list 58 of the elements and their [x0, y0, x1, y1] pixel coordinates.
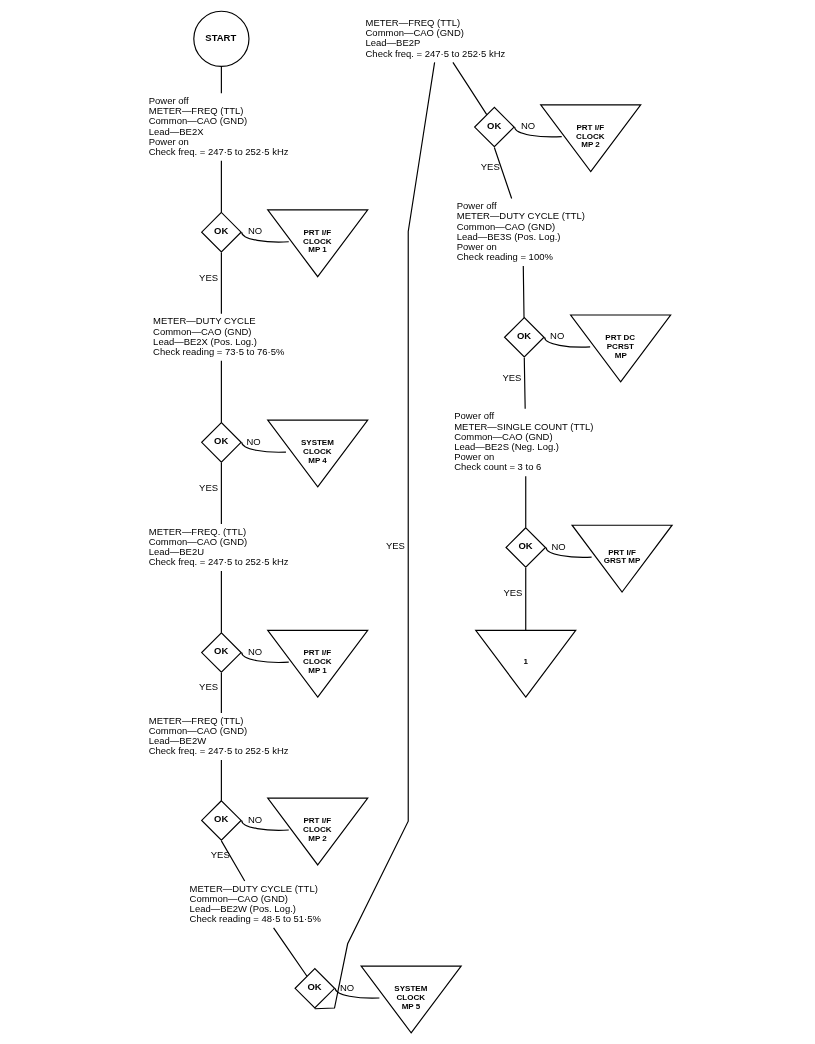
edge-label: NO: [339, 981, 355, 993]
edge-label: NO: [247, 645, 263, 657]
node-text: METER—DUTY CYCLE (TTL) Common—CAO (GND) Lead—BE2W (Pos. Log.) Check reading = 48·5 to 51·5%: [189, 882, 321, 925]
connector: [273, 927, 308, 977]
edge-label: YES: [199, 271, 219, 283]
node-text: METER—FREQ (TTL) Common—CAO (GND) Lead—BE2W Check freq. = 247·5 to 252·5 kHz: [148, 714, 289, 757]
edge-label: YES: [502, 371, 522, 383]
edge-label: NO: [520, 120, 536, 132]
node-text: METER—FREQ (TTL) Common—CAO (GND) Lead—BE2P Check freq. = 247·5 to 252·5 kHz: [365, 16, 506, 59]
edge-label: NO: [550, 330, 565, 342]
connector: [220, 65, 222, 94]
node-diamond: OK: [503, 316, 545, 358]
connector: [493, 146, 513, 200]
connector: [220, 759, 222, 802]
connector: [522, 265, 525, 319]
connector: [220, 462, 222, 525]
connector: [544, 336, 591, 348]
connector: [545, 546, 593, 558]
connector: [334, 987, 380, 999]
connector: [525, 475, 527, 529]
edge-label: YES: [210, 849, 230, 861]
edge-label: YES: [480, 161, 500, 173]
edge-label: NO: [551, 540, 566, 552]
node-diamond: OK: [200, 799, 242, 841]
connector: [220, 672, 222, 714]
connector: [220, 160, 222, 213]
connector: [220, 252, 222, 315]
connector: [220, 840, 246, 882]
connector: [525, 567, 527, 631]
node-text: Power off METER—FREQ (TTL) Common—CAO (GND) Lead—BE2X Power on Check freq. = 247·5 to 252·5 kHz: [148, 95, 289, 158]
node-diamond: OK: [200, 632, 242, 674]
node-text: Power off METER—SINGLE COUNT (TTL) Common—CAO (GND) Lead—BE2S (Neg. Log.) Power on Check count = 3 to 6: [454, 410, 594, 473]
node-diamond: OK: [200, 211, 242, 253]
node-circle: START: [193, 10, 250, 67]
edge-label: YES: [385, 540, 405, 552]
node-text: Power off METER—DUTY CYCLE (TTL) Common—CAO (GND) Lead—BE3S (Pos. Log.) Power on Check reading = 100%: [456, 200, 585, 263]
edge-label: NO: [247, 813, 263, 825]
edge-label: YES: [503, 587, 523, 599]
edge-label: NO: [246, 435, 261, 447]
connector: [514, 126, 563, 138]
node-text: METER—DUTY CYCLE Common—CAO (GND) Lead—BE2X (Pos. Log.) Check reading = 73·5 to 76·5%: [153, 315, 285, 358]
node-diamond: OK: [473, 106, 515, 148]
node-diamond: OK: [200, 421, 242, 463]
connector: [452, 61, 488, 116]
node-text: METER—FREQ. (TTL) Common—CAO (GND) Lead—BE2U Check freq. = 247·5 to 252·5 kHz: [148, 525, 289, 568]
connector: [241, 231, 290, 243]
connector: [220, 570, 222, 634]
edge-label: NO: [247, 225, 263, 237]
node-diamond: OK: [505, 526, 547, 568]
connector: [241, 819, 290, 831]
connector: [241, 441, 287, 453]
connector: [241, 652, 290, 663]
node-diamond: OK: [294, 967, 336, 1009]
edge-label: YES: [199, 481, 219, 493]
edge-label: YES: [199, 681, 219, 693]
connector: [314, 61, 436, 1010]
connector: [220, 360, 222, 423]
connector: [523, 357, 526, 410]
